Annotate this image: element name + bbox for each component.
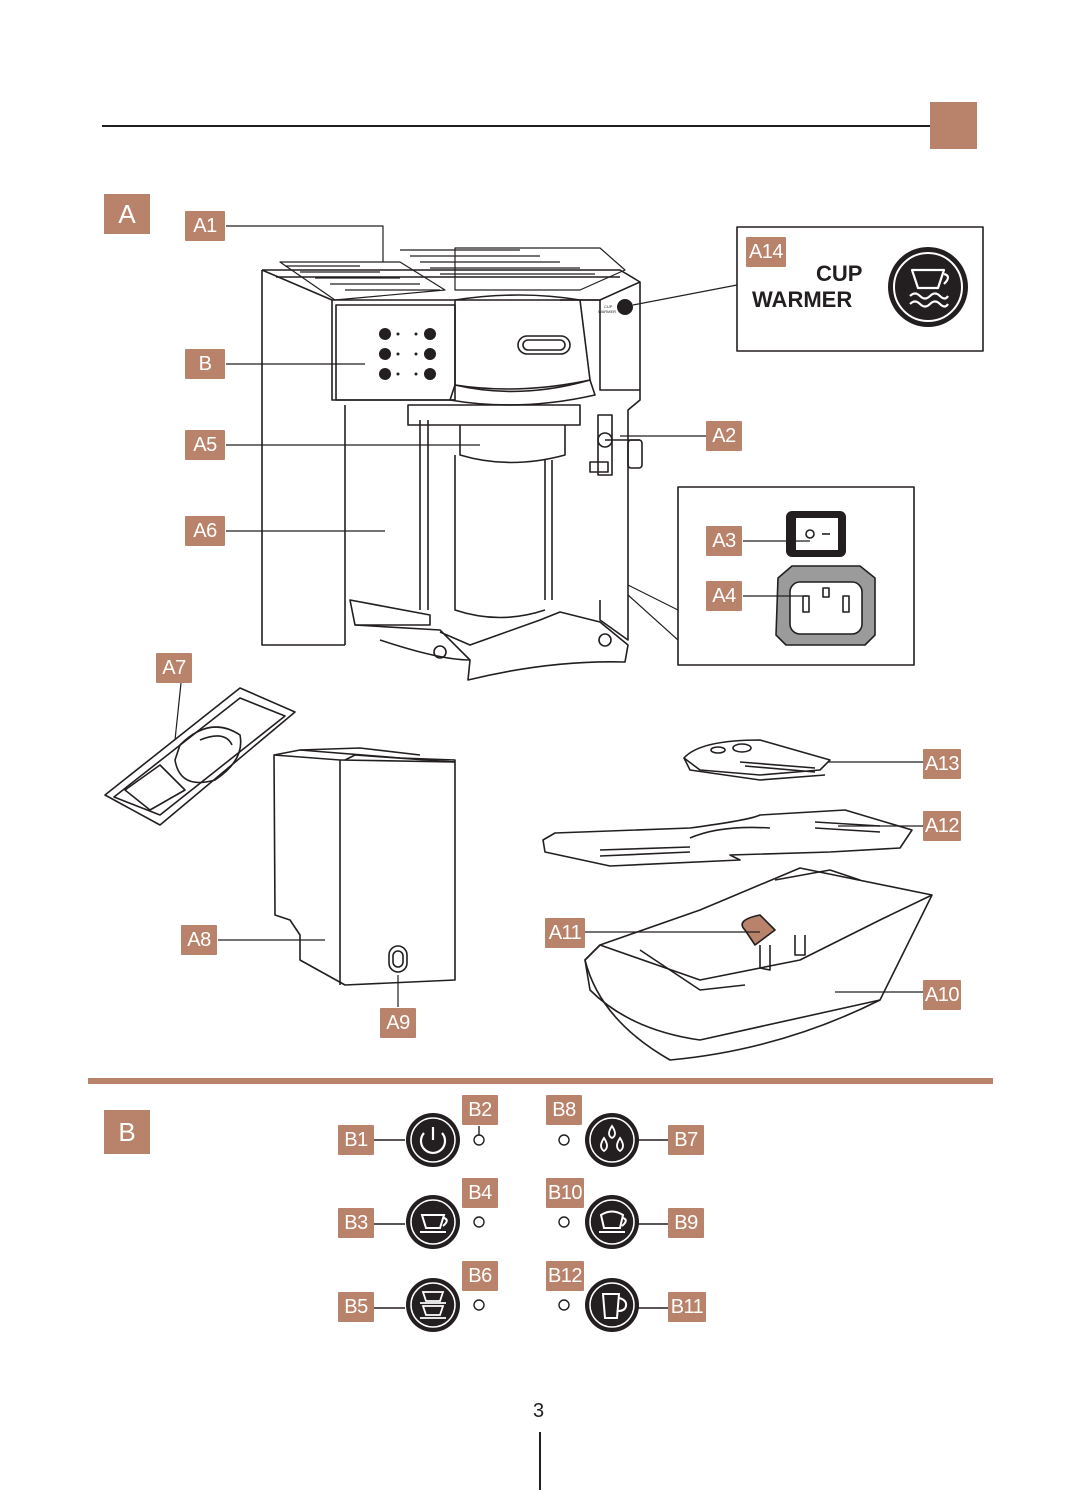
label-a13: A13: [923, 749, 961, 779]
header-accent-square: [930, 102, 977, 149]
label-a1: A1: [185, 211, 225, 241]
label-b2: B2: [462, 1095, 498, 1125]
label-b7: B7: [668, 1125, 704, 1155]
label-b5: B5: [338, 1292, 374, 1322]
header-rule: [102, 125, 932, 127]
section-b-tag: B: [104, 1110, 150, 1154]
label-b1: B1: [338, 1125, 374, 1155]
label-b8: B8: [546, 1095, 582, 1125]
machine-cup-warmer-small-line1: CUP: [604, 304, 613, 309]
label-a12: A12: [923, 811, 961, 841]
label-a11: A11: [545, 918, 585, 948]
label-a4: A4: [706, 581, 742, 611]
button-b7-steam: [585, 1113, 639, 1167]
cup-warmer-title-line1: CUP: [816, 261, 862, 286]
section-divider: [88, 1078, 993, 1084]
label-b10: B10: [546, 1178, 584, 1208]
label-a8: A8: [181, 925, 217, 955]
machine-cup-warmer-small-line2: WARMER: [598, 309, 616, 314]
footer-rule: [539, 1432, 541, 1490]
label-b9: B9: [668, 1208, 704, 1238]
label-b3: B3: [338, 1208, 374, 1238]
drip-tray: [584, 867, 933, 1061]
button-b5-double-cup: [406, 1278, 460, 1332]
drip-tray-insert: [104, 687, 296, 826]
button-b1-power: [406, 1113, 460, 1167]
label-a10: A10: [923, 980, 961, 1010]
page-number: 3: [533, 1400, 545, 1422]
label-a9: A9: [380, 1008, 416, 1038]
section-a-tag: A: [104, 194, 150, 234]
coffee-machine-body: [261, 247, 643, 681]
button-b3-single-cup: [406, 1195, 460, 1249]
label-b6: B6: [462, 1261, 498, 1291]
label-a14: A14: [746, 237, 786, 267]
cup-support: [683, 739, 831, 781]
label-a6: A6: [185, 516, 225, 546]
label-a2: A2: [706, 421, 742, 451]
cup-warmer-inset-box: [736, 226, 984, 352]
label-a3: A3: [706, 526, 742, 556]
label-a7: A7: [156, 653, 192, 683]
machine-panel-buttons: [379, 328, 436, 380]
label-a5: A5: [185, 430, 225, 460]
label-b4: B4: [462, 1178, 498, 1208]
label-panel-b: B: [185, 349, 225, 379]
power-inset-box: [677, 486, 915, 666]
water-tank: [273, 747, 456, 986]
label-b12: B12: [546, 1261, 584, 1291]
button-b11-milk-mug: [585, 1278, 639, 1332]
button-b9-cappuccino: [585, 1195, 639, 1249]
cup-warmer-title-line2: WARMER: [752, 287, 852, 312]
label-b11: B11: [668, 1292, 706, 1322]
drip-grille: [542, 809, 913, 867]
